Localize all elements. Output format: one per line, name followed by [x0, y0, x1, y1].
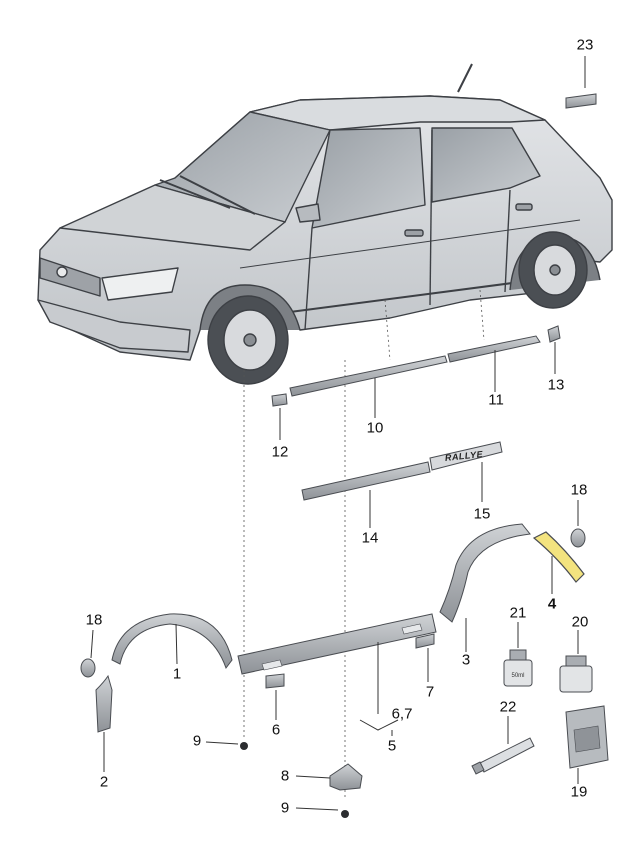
part-18-clip-left [80, 629, 96, 678]
front-bumper [37, 299, 191, 353]
callout-9-upper: 9 [192, 732, 202, 750]
part-11-door-molding-rear [447, 335, 541, 392]
rear-hub [549, 264, 561, 276]
callout-2: 2 [99, 773, 109, 791]
rear-door-handle [515, 203, 533, 211]
callout-11: 11 [488, 391, 504, 409]
part-6-clip [265, 673, 285, 720]
car-roof [249, 95, 546, 131]
callout-7: 7 [425, 683, 435, 701]
part-20-adhesive-bottle [559, 630, 593, 693]
callout-12: 12 [271, 443, 289, 461]
part-7-clip [415, 633, 435, 682]
leader-dashes-car [243, 289, 485, 800]
callout-20: 20 [571, 613, 589, 631]
callout-5: 5 [387, 737, 397, 755]
part-1-front-wheel-arch-trim [111, 613, 233, 670]
part-3-rear-wheel-arch-trim [439, 523, 531, 652]
callout-10: 10 [366, 419, 384, 437]
antenna [457, 63, 473, 93]
callout-8: 8 [280, 767, 290, 785]
door-line-front [304, 227, 313, 331]
part-12-end-cap-front [271, 393, 288, 440]
callout-23: 23 [576, 36, 594, 54]
primer-bottle-label: 50ml [511, 673, 525, 679]
headlight [101, 267, 179, 301]
side-mirror [295, 203, 321, 223]
callout-4: 4 [547, 595, 557, 613]
front-hub [243, 333, 257, 347]
callout-15: 15 [473, 505, 491, 523]
part-19-repair-kit-package [565, 705, 609, 784]
part-9-screw-lower [295, 807, 349, 818]
callout-6-7: 6,7 [391, 705, 413, 723]
part-22-sealant-tube [471, 716, 535, 775]
part-4-arch-extension-highlighted [532, 531, 585, 594]
part-21-primer-bottle [503, 622, 533, 687]
door-line-middle [429, 129, 433, 306]
side-crease [239, 219, 581, 269]
callout-1: 1 [172, 665, 182, 683]
callout-18-right: 18 [570, 481, 588, 499]
part-8-bracket [295, 763, 363, 791]
front-side-window [311, 127, 426, 229]
part-2-front-arch-extension [95, 674, 113, 772]
part-9-screw-upper [205, 741, 248, 750]
part-15-rallye-decal [429, 441, 503, 502]
wipers [159, 175, 256, 215]
callout-9-lower: 9 [280, 799, 290, 817]
part-10-door-molding-front [289, 355, 448, 418]
callout-14: 14 [361, 529, 379, 547]
door-line-rear [504, 189, 511, 293]
car-illustration [37, 63, 613, 385]
callout-6: 6 [271, 721, 281, 739]
side-sill [289, 281, 521, 313]
front-grille [39, 257, 101, 297]
callout-18-left: 18 [85, 611, 103, 629]
part-5-sill-panel [237, 613, 437, 736]
part-18-clip-right [570, 500, 586, 548]
part-23-badge [565, 56, 597, 109]
brand-emblem [56, 266, 68, 278]
callout-21: 21 [509, 604, 527, 622]
callout-3: 3 [461, 651, 471, 669]
callout-19: 19 [570, 783, 588, 801]
part-14-decal-stripe [301, 461, 431, 528]
front-door-handle [404, 229, 424, 237]
callout-22: 22 [499, 698, 517, 716]
callout-13: 13 [547, 376, 565, 394]
car-hood [59, 184, 286, 251]
part-13-end-cap-rear [547, 325, 561, 374]
